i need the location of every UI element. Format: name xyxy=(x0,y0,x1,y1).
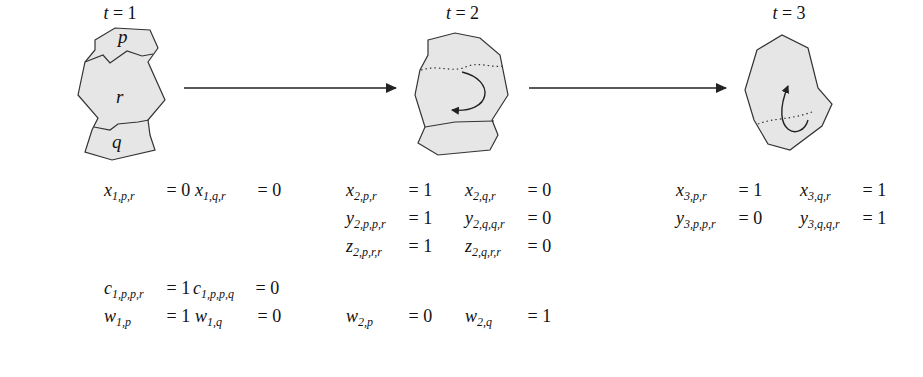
region-outline xyxy=(415,33,508,155)
variable-value: x1,q,r = 0 xyxy=(195,179,281,201)
time-heading: t = 3 xyxy=(740,3,838,23)
variable-value: z2,q,r,r = 0 xyxy=(465,235,551,257)
transition-arrow xyxy=(529,87,726,88)
variable-value: x3,p,r = 1 xyxy=(676,179,762,201)
figure-state: t = 3 xyxy=(740,25,838,151)
region-outline xyxy=(78,28,165,160)
variable-value: z2,p,r,r = 1 xyxy=(346,235,432,257)
region-boundary xyxy=(94,120,149,130)
variable-value: x2,p,r = 1 xyxy=(346,179,432,201)
region-outline xyxy=(745,35,832,150)
region-label: p xyxy=(118,27,128,47)
region-name: q xyxy=(112,132,122,152)
figure-state: t = 2 xyxy=(410,25,515,151)
region-label: r xyxy=(116,87,123,107)
variable-value: x1,p,r = 0 xyxy=(104,179,190,201)
time-heading: t = 2 xyxy=(410,3,515,23)
variable-value: y2,p,p,r = 1 xyxy=(346,207,432,229)
region-label: q xyxy=(112,132,122,152)
variable-value: c1,p,p,q = 0 xyxy=(193,277,279,299)
variable-value: x2,q,r = 0 xyxy=(465,179,551,201)
dotted-boundary xyxy=(421,65,503,70)
time-heading: t = 1 xyxy=(70,3,170,23)
variable-value: y3,q,q,r = 1 xyxy=(800,207,886,229)
variable-value: w2,p = 0 xyxy=(346,305,432,327)
variable-value: c1,p,p,r = 1 xyxy=(104,277,190,299)
variable-value: x3,q,r = 1 xyxy=(800,179,886,201)
figure-state: t = 1prq xyxy=(70,25,170,151)
region-boundary xyxy=(85,51,153,63)
transition-arrow xyxy=(184,87,396,88)
dotted-boundary xyxy=(758,112,812,124)
rotation-arrow xyxy=(782,86,808,132)
variable-value: y3,p,p,r = 0 xyxy=(676,207,762,229)
variable-value: w1,p = 1 xyxy=(104,305,190,327)
region-boundary xyxy=(425,121,494,127)
rotation-arrow xyxy=(452,72,485,110)
variable-value: w1,q = 0 xyxy=(195,305,281,327)
variable-value: y2,q,q,r = 0 xyxy=(465,207,551,229)
region-name: p xyxy=(118,27,128,47)
region-name: r xyxy=(116,87,123,107)
variable-value: w2,q = 1 xyxy=(465,305,551,327)
